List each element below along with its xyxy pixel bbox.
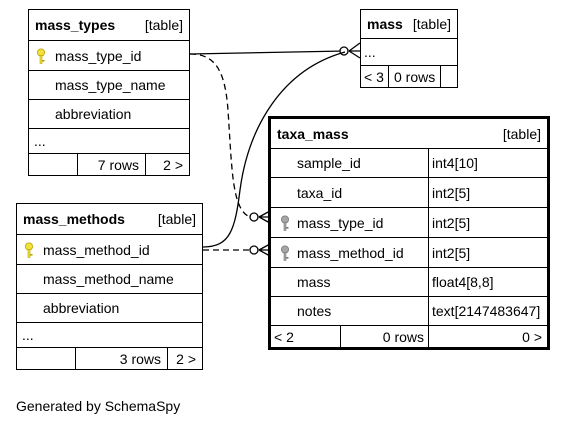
children-link[interactable]: 2 > bbox=[145, 154, 189, 175]
column-row[interactable]: abbreviation bbox=[17, 293, 202, 322]
children-link[interactable]: 0 > bbox=[428, 326, 547, 347]
column-name: mass bbox=[297, 274, 331, 290]
edge-mass-methods-to-taxa-mass-optional-marker bbox=[249, 245, 259, 255]
table-header: taxa_mass [table] bbox=[271, 119, 547, 148]
table-name[interactable]: mass_types bbox=[35, 17, 116, 33]
table-header: mass_methods [table] bbox=[17, 204, 202, 234]
column-name: abbreviation bbox=[55, 106, 132, 122]
table-header: mass [table] bbox=[361, 10, 457, 38]
column-type: int2[5] bbox=[428, 178, 547, 207]
column-name: mass_type_id bbox=[297, 214, 384, 231]
column-row[interactable]: mass_type_id int2[5] bbox=[271, 207, 547, 237]
table-header: mass_types [table] bbox=[29, 10, 189, 40]
column-name: abbreviation bbox=[43, 300, 120, 316]
primary-key-icon bbox=[36, 48, 46, 64]
column-row[interactable]: mass_type_id bbox=[29, 40, 189, 70]
table-name[interactable]: mass bbox=[367, 16, 403, 32]
column-name: sample_id bbox=[297, 155, 361, 171]
parents-cell bbox=[75, 348, 76, 369]
row-count: 3 rows bbox=[119, 350, 161, 367]
column-row[interactable]: mass_method_id int2[5] bbox=[271, 237, 547, 267]
row-count: 0 rows bbox=[388, 66, 440, 87]
table-tag: [table] bbox=[144, 17, 183, 33]
children-link[interactable]: 2 > bbox=[167, 348, 202, 369]
children-cell bbox=[440, 66, 457, 87]
column-row-more[interactable]: ... bbox=[361, 38, 457, 65]
edge-mass-types-to-mass bbox=[189, 50, 346, 55]
edge-mass-types-to-mass-crowfoot bbox=[348, 42, 361, 59]
table-footer: < 3 0 rows bbox=[361, 65, 457, 87]
column-row[interactable]: mass_type_name bbox=[29, 70, 189, 99]
table-taxa-mass[interactable]: taxa_mass [table] sample_id int4[10] tax… bbox=[268, 116, 550, 350]
column-row-more[interactable]: ... bbox=[17, 322, 202, 347]
column-type: text[2147483647] bbox=[428, 297, 547, 325]
foreign-key-icon bbox=[280, 215, 290, 231]
table-mass[interactable]: mass [table] ... < 3 0 rows bbox=[360, 9, 458, 88]
column-name: notes bbox=[297, 303, 332, 319]
column-row[interactable]: mass_method_name bbox=[17, 264, 202, 293]
column-row[interactable]: sample_id int4[10] bbox=[271, 148, 547, 177]
foreign-key-icon bbox=[280, 245, 290, 261]
table-tag: [table] bbox=[157, 211, 196, 227]
column-row-more[interactable]: ... bbox=[29, 128, 189, 153]
edge-mass-types-to-mass-optional-marker bbox=[339, 46, 349, 56]
column-type: float4[8,8] bbox=[428, 268, 547, 296]
table-mass-methods[interactable]: mass_methods [table] mass_method_id mass… bbox=[16, 203, 203, 370]
column-ellipsis: ... bbox=[364, 44, 376, 60]
column-name: mass_method_name bbox=[43, 271, 174, 287]
parents-cell bbox=[77, 154, 78, 175]
table-footer: 7 rows 2 > bbox=[29, 153, 189, 175]
edge-mass-methods-to-mass bbox=[202, 51, 346, 248]
column-row[interactable]: notes text[2147483647] bbox=[271, 296, 547, 325]
table-tag: [table] bbox=[502, 125, 541, 142]
column-name: mass_type_name bbox=[55, 77, 166, 93]
table-tag: [table] bbox=[412, 16, 451, 32]
generated-by-note: Generated by SchemaSpy bbox=[16, 398, 181, 414]
row-count: 0 rows bbox=[340, 326, 428, 347]
parents-link[interactable]: < 2 bbox=[274, 328, 294, 345]
column-ellipsis: ... bbox=[22, 327, 34, 343]
table-name[interactable]: taxa_mass bbox=[277, 125, 349, 142]
column-type: int4[10] bbox=[428, 149, 547, 177]
column-name: taxa_id bbox=[297, 184, 343, 201]
table-name[interactable]: mass_methods bbox=[23, 211, 125, 227]
table-footer: 3 rows 2 > bbox=[17, 347, 202, 369]
column-row[interactable]: abbreviation bbox=[29, 99, 189, 128]
column-type: int2[5] bbox=[428, 208, 547, 237]
edge-mass-types-to-taxa-mass bbox=[189, 53, 251, 218]
row-count: 7 rows bbox=[97, 156, 139, 173]
parents-link[interactable]: < 3 bbox=[364, 68, 384, 85]
column-row[interactable]: mass float4[8,8] bbox=[271, 267, 547, 296]
column-row[interactable]: mass_method_id bbox=[17, 234, 202, 264]
column-name: mass_method_id bbox=[297, 244, 404, 261]
table-footer: < 2 0 rows 0 > bbox=[271, 325, 547, 347]
column-name: mass_method_id bbox=[43, 241, 150, 258]
column-type: int2[5] bbox=[428, 238, 547, 267]
column-ellipsis: ... bbox=[34, 133, 46, 149]
primary-key-icon bbox=[24, 242, 34, 258]
column-name: mass_type_id bbox=[55, 47, 142, 64]
edge-mass-types-to-taxa-mass-optional-marker bbox=[249, 212, 259, 222]
table-mass-types[interactable]: mass_types [table] mass_type_id mass_typ… bbox=[28, 9, 190, 176]
column-row[interactable]: taxa_id int2[5] bbox=[271, 177, 547, 207]
